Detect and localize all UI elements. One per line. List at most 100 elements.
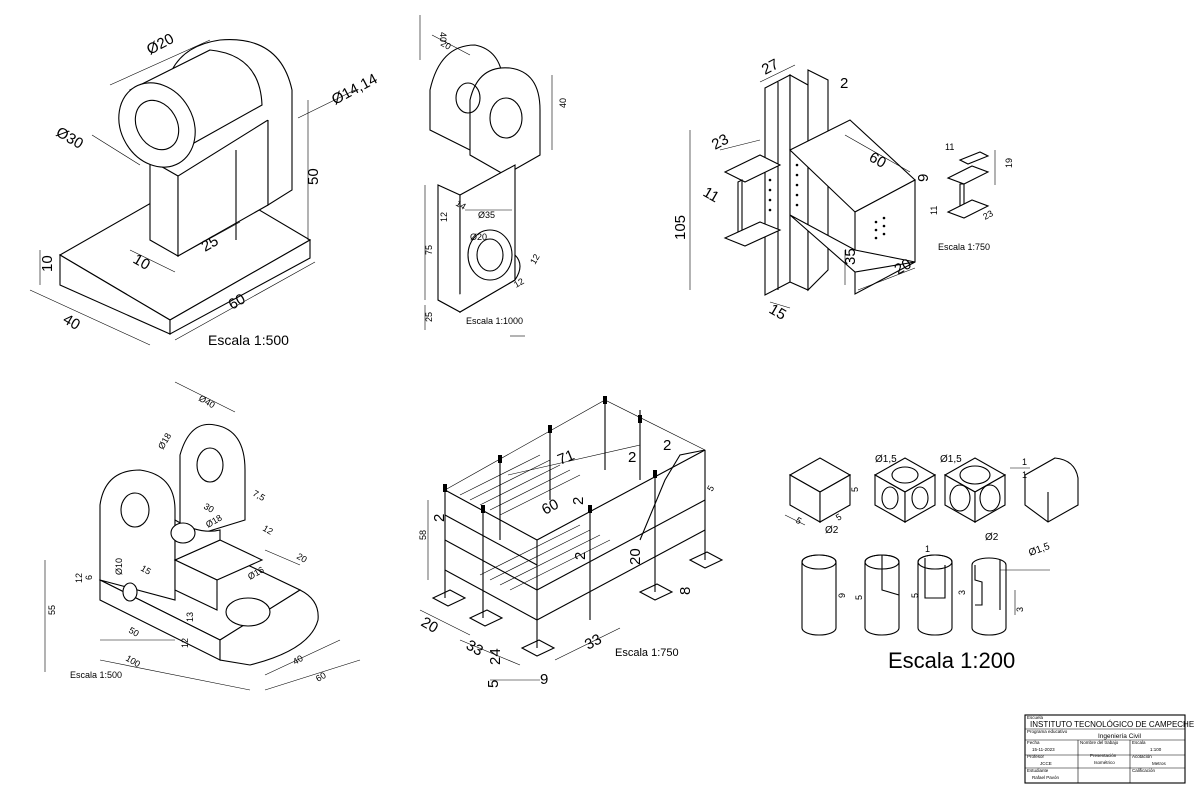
title-block-label: Escala [1132,740,1146,745]
dim-label: 33 [463,637,486,660]
dim-label: Ø1,5 [875,454,897,465]
dim-label: 5 [910,593,920,598]
scale-label: Escala 1:200 [888,648,1015,673]
footing [431,589,467,607]
bracket-top [723,154,782,183]
bracket-bottom [723,221,782,247]
dim-label: Ø14,14 [329,70,380,108]
detail-top [946,165,990,185]
dim-label: 71 [555,447,577,469]
column-web [789,74,809,291]
dim-label: 7,5 [251,488,267,503]
dim-label: 60 [539,496,562,519]
dim-label: 9 [837,593,847,598]
dim-label: 2 [431,514,448,522]
title-block-label: Escuela [1027,715,1044,720]
dim-label: 11 [700,184,722,207]
dim-label: 60 [866,149,889,172]
dim-label: Ø1,5 [940,454,962,465]
cylinder-bore [134,99,180,151]
double-lug-bracket-drawing: Ø40 Ø18 30 7,5 Ø18 12 20 Ø10 15 12 6 Ø16… [44,381,361,691]
dim-label: 20 [418,614,441,637]
bolt-holes [795,163,886,240]
program-name: Ingeniería Civil [1098,733,1142,740]
dim-label: 75 [424,245,434,255]
dim-label: Ø10 [114,558,124,575]
dim-label: 8 [677,587,694,595]
cube-right [904,474,936,523]
work-title-line1: Presentación [1090,753,1117,758]
scale-label: Escala 1:750 [615,647,679,659]
dim-label: Ø2 [985,532,999,543]
school-name: INSTITUTO TECNOLÓGICO DE CAMPECHE [1030,720,1194,729]
dim-label: 5 [705,484,716,493]
dim-label: 50 [305,168,322,185]
dim-label: 60 [226,290,249,313]
dim-label: 5 [485,680,502,688]
base-plate-end [219,589,319,666]
scale-value: 1:100 [1150,747,1162,752]
title-block-label: Calificación [1132,768,1156,773]
dim-label: 23 [981,208,995,222]
dim-label: Ø18 [156,431,173,451]
dim-label: 60 [314,670,328,684]
dim-label: 2 [572,552,589,560]
footing [638,583,674,601]
steel-connection-drawing: 27 2 23 60 9 11 105 35 20 15 11 19 11 23… [672,56,1014,324]
dim-label: 10 [39,255,56,272]
dim-label: 105 [672,215,689,240]
dim-label: 12 [528,252,542,266]
student-value: Rafael Pavón [1032,775,1060,780]
title-block: Escuela INSTITUTO TECNOLÓGICO DE CAMPECH… [1024,714,1194,784]
dim-label: 12 [512,276,526,290]
professor-value: JCCE [1040,761,1052,766]
dim-label: 3 [1015,607,1025,612]
clevis-bracket-drawing: 40 20 14 40 12 Ø35 Ø20 75 12 12 25 Escal… [419,15,568,337]
dim-label: 1 [925,544,930,554]
dim-label: 9 [915,174,932,182]
dim-label: 20 [439,38,453,52]
dim-label: 40 [558,98,568,108]
dim-label: 1 [1022,457,1027,467]
rear-lug-hole [196,447,224,483]
block-front [174,559,218,611]
dim-label: 19 [1004,158,1014,168]
front-lug-hole [120,492,150,528]
units-value: Metros [1152,761,1167,766]
dim-label: 2 [628,449,636,466]
dim-label: 100 [124,653,142,669]
title-block-label: Nombre del trabajo [1080,740,1119,745]
dim-label: 2 [570,497,587,505]
dim-label: 35 [842,248,859,265]
dim-label: 13 [185,612,195,622]
cube-right [974,474,1006,523]
title-block-label: Estudiante [1027,768,1049,773]
upright-front [149,159,179,257]
dim-label: Ø1,5 [1027,541,1052,559]
scale-label: Escala 1:1000 [466,316,523,326]
dim-label: Ø20 [144,30,177,58]
steel-frame-drawing: 71 2 2 5 60 2 2 58 2 20 20 33 24 33 8 5 … [418,396,724,688]
title-block-label: Acotación [1132,754,1152,759]
rounded-cube [1024,457,1079,523]
dim-label: 55 [47,605,57,615]
dim-label: 58 [418,530,428,540]
dim-label: 40 [291,653,305,667]
dim-label: Ø35 [478,210,495,220]
dim-label: 25 [424,312,434,322]
date-value: 15-11-2023 [1032,747,1055,752]
dim-label: 15 [766,301,789,324]
dim-label: 27 [759,56,782,79]
scale-label: Escala 1:750 [938,242,990,252]
dim-label: 20 [295,551,309,565]
saddle-hole [170,522,196,544]
stem-hole-inner [476,238,504,272]
front-lug [99,469,176,601]
base-hole [225,597,271,627]
footing [688,551,724,569]
cube-cylinder-drawing: 5 5 5 Ø2 Ø1,5 Ø1,5 1 1 9 5 1 5 Ø2 Ø1,5 3… [784,454,1079,673]
pillow-block-drawing: Ø20 Ø30 Ø14,14 50 10 10 25 60 40 Escala … [29,30,380,348]
dim-label: 40 [60,311,83,334]
dim-label: 25 [199,232,222,255]
